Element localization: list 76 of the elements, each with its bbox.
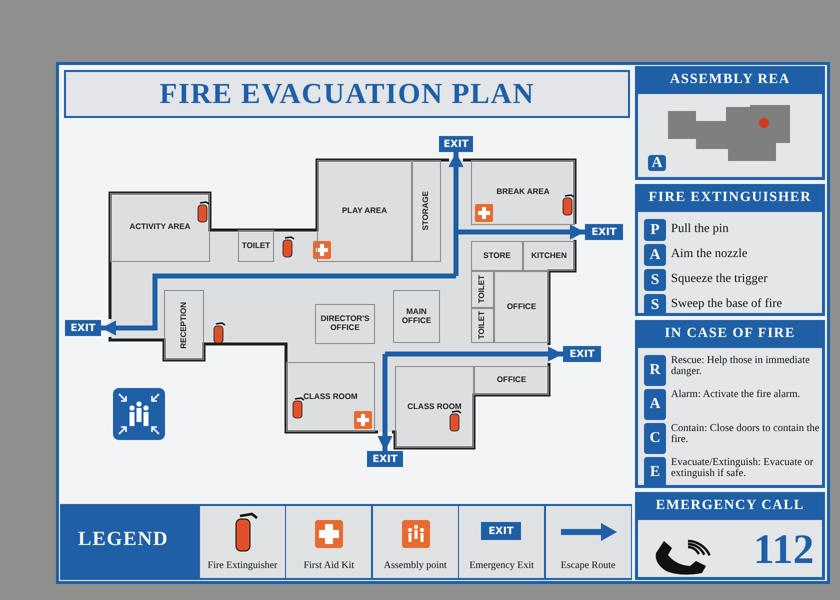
- instruction-text: Squeeze the trigger: [671, 272, 768, 286]
- exit-sign: EXIT: [65, 320, 101, 336]
- room-outline: [471, 160, 575, 225]
- legend-text: Emergency Exit: [468, 560, 535, 571]
- letter-tile: S: [644, 269, 666, 291]
- room-label: STORE: [483, 252, 511, 260]
- panel-heading: IN CASE OF FIRE: [664, 325, 796, 343]
- legend-heading: LEGEND: [78, 528, 168, 551]
- room-outline: [523, 241, 575, 271]
- legend-text: First Aid Kit: [302, 560, 356, 571]
- room-outline: [471, 271, 494, 308]
- room-label: RECEPTION: [180, 302, 188, 348]
- instruction-text: Aim the nozzle: [671, 247, 748, 260]
- room-outline: [471, 308, 494, 343]
- room-label: DIRECTOR'S OFFICE: [320, 315, 370, 333]
- room-outline: [494, 271, 549, 343]
- room-outline: [315, 304, 375, 344]
- exit-sign: EXIT: [585, 224, 623, 240]
- room-label: MAIN OFFICE: [400, 308, 432, 326]
- room-label: ACTIVITY AREA: [130, 223, 190, 232]
- escape-route-arrow: [101, 274, 456, 336]
- instruction-text: Rescue: Help those in immediate danger.: [671, 355, 811, 378]
- room-label: BREAK AREA: [496, 188, 550, 197]
- info-panel: [635, 184, 825, 316]
- letter-tile: A: [644, 389, 666, 420]
- room-outline: [474, 366, 549, 395]
- room-label: CLASS ROOM: [303, 392, 358, 402]
- letter-tile: A: [648, 155, 666, 171]
- info-panel: [635, 320, 825, 488]
- room-label: STORAGE: [422, 191, 431, 231]
- instruction-text: Contain: Close doors to contain the fire.: [671, 423, 820, 446]
- plan-title: FIRE EVACUATION PLAN: [64, 70, 630, 118]
- room-label: OFFICE: [496, 376, 526, 385]
- exit-sign: EXIT: [481, 522, 521, 540]
- exit-sign: EXIT: [563, 346, 601, 362]
- letter-tile: S: [644, 294, 666, 316]
- panel-heading: EMERGENCY CALL: [654, 497, 806, 515]
- legend-text: Assembly point: [382, 560, 448, 571]
- letter-tile: A: [644, 244, 666, 266]
- exit-sign: EXIT: [367, 451, 403, 467]
- escape-route-arrow: [385, 346, 563, 362]
- escape-route-arrow: [456, 224, 585, 240]
- room-label: TOILET: [242, 242, 270, 250]
- room-outline: [110, 193, 210, 262]
- emergency-call-panel: [635, 492, 825, 580]
- room-label: OFFICE: [506, 302, 536, 312]
- panel-heading: FIRE EXTINGUISHER: [648, 189, 812, 207]
- room-label: TOILET: [478, 275, 487, 304]
- instruction-text: Evacuate/Extinguish: Evacuate or extinguish if safe.: [671, 457, 814, 480]
- room-outline: [286, 362, 375, 432]
- escape-route-arrow: [448, 152, 464, 276]
- room-label: TOILET: [478, 311, 487, 340]
- exit-sign: EXIT: [439, 136, 473, 152]
- room-outline: [238, 230, 274, 262]
- room-outline: [395, 366, 474, 448]
- phone-number: 112: [753, 529, 814, 571]
- instruction-text: Pull the pin: [671, 222, 730, 236]
- letter-tile: P: [644, 219, 666, 241]
- letter-tile: R: [644, 355, 666, 386]
- room-label: KITCHEN: [531, 252, 567, 260]
- instruction-text: Sweep the base of fire: [671, 297, 784, 310]
- room-outline: [471, 241, 523, 271]
- letter-tile: C: [644, 423, 666, 454]
- room-outline: [412, 160, 441, 262]
- room-label: PLAY AREA: [342, 206, 388, 216]
- room-outline: [164, 290, 204, 360]
- panel-heading: ASSEMBLY REA: [668, 71, 792, 89]
- room-outline: [317, 160, 412, 262]
- info-panel: [635, 66, 825, 180]
- letter-tile: E: [644, 457, 666, 488]
- room-outline: [393, 290, 440, 343]
- room-label: CLASS ROOM: [407, 402, 462, 412]
- escape-route-arrow: [378, 354, 392, 451]
- legend-text: Fire Extinguisher: [206, 560, 278, 571]
- instruction-text: Alarm: Activate the fire alarm.: [671, 389, 802, 400]
- legend-text: Escape Route: [560, 560, 616, 571]
